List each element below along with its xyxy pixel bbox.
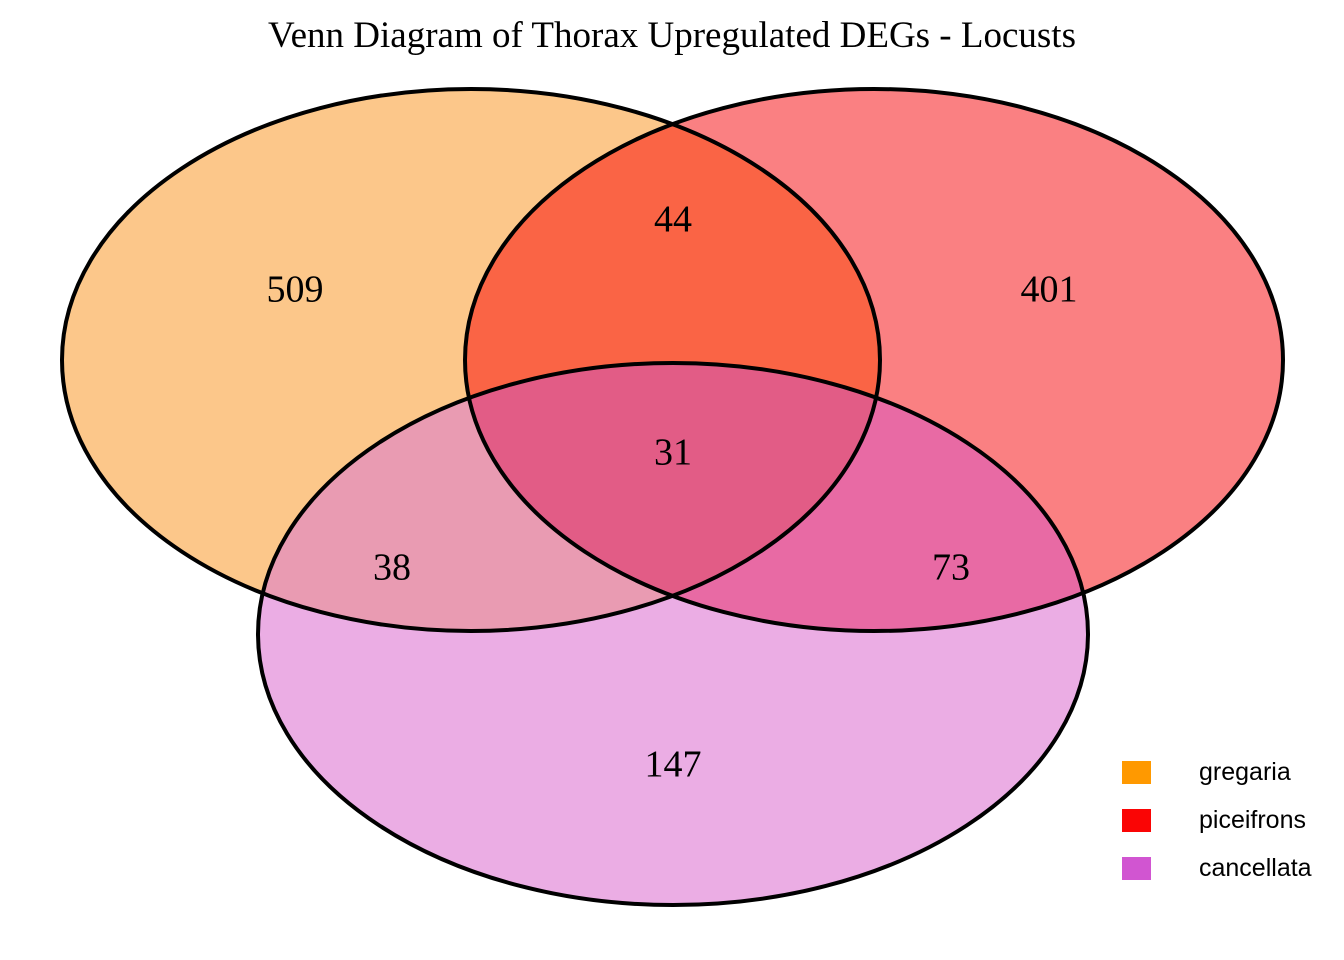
legend-item-piceifrons: piceifrons <box>1122 796 1344 844</box>
legend-item-cancellata: cancellata <box>1122 844 1344 892</box>
count-all-three: 31 <box>654 432 692 474</box>
count-gregaria-cancellata: 38 <box>373 547 411 589</box>
legend-swatch-gregaria <box>1122 760 1151 784</box>
count-piceifrons-only: 401 <box>1021 269 1078 311</box>
outline-cancellata <box>256 361 1090 907</box>
count-piceifrons-cancellata: 73 <box>932 547 970 589</box>
legend-swatch-cancellata <box>1122 856 1151 880</box>
count-gregaria-only: 509 <box>267 269 324 311</box>
legend-label-piceifrons: piceifrons <box>1199 805 1306 834</box>
legend-label-cancellata: cancellata <box>1199 853 1312 882</box>
count-gregaria-piceifrons: 44 <box>654 199 692 241</box>
legend-item-gregaria: gregaria <box>1122 748 1344 796</box>
count-cancellata-only: 147 <box>645 744 702 786</box>
page-title: Venn Diagram of Thorax Upregulated DEGs … <box>268 15 1076 56</box>
outline-gregaria <box>60 87 882 633</box>
legend-label-gregaria: gregaria <box>1199 757 1291 786</box>
region-gregaria-cancellata-fill <box>258 363 880 631</box>
outline-piceifrons <box>463 87 1285 633</box>
legend-swatch-piceifrons <box>1122 808 1151 832</box>
legend: gregaria piceifrons cancellata <box>1122 748 1344 892</box>
